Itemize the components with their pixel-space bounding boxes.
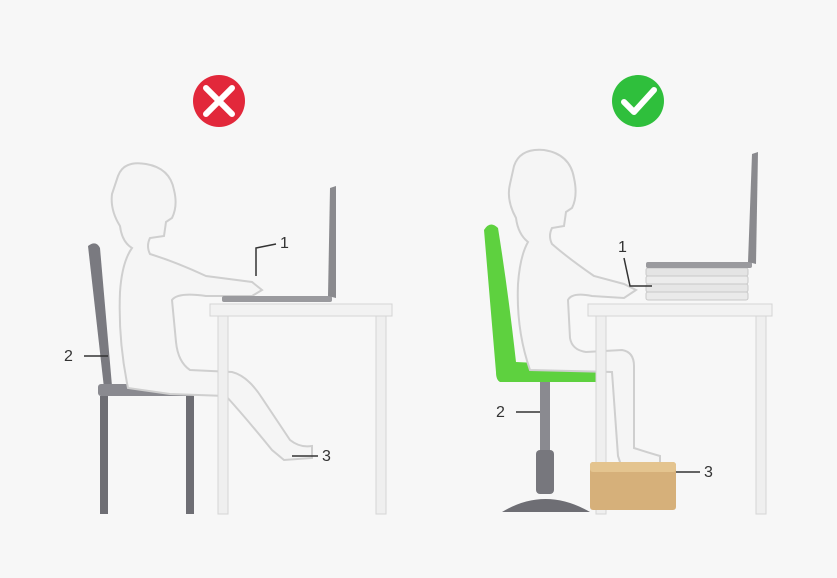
callout-chair-label: 2 bbox=[64, 348, 73, 365]
callout-feet-label: 3 bbox=[322, 448, 331, 465]
check-mark-icon bbox=[612, 75, 664, 127]
incorrect-panel: 1 2 3 bbox=[64, 75, 392, 514]
callout-footrest-label: 3 bbox=[704, 464, 713, 481]
correct-laptop bbox=[646, 152, 758, 268]
correct-panel: 1 2 3 bbox=[484, 75, 772, 514]
book-stack bbox=[646, 268, 748, 300]
x-mark-icon bbox=[193, 75, 245, 127]
footrest-box bbox=[590, 462, 676, 510]
callout-laptop-label: 1 bbox=[280, 235, 289, 252]
callout-laptop-label: 1 bbox=[618, 239, 627, 256]
callout-chair-label: 2 bbox=[496, 404, 505, 421]
